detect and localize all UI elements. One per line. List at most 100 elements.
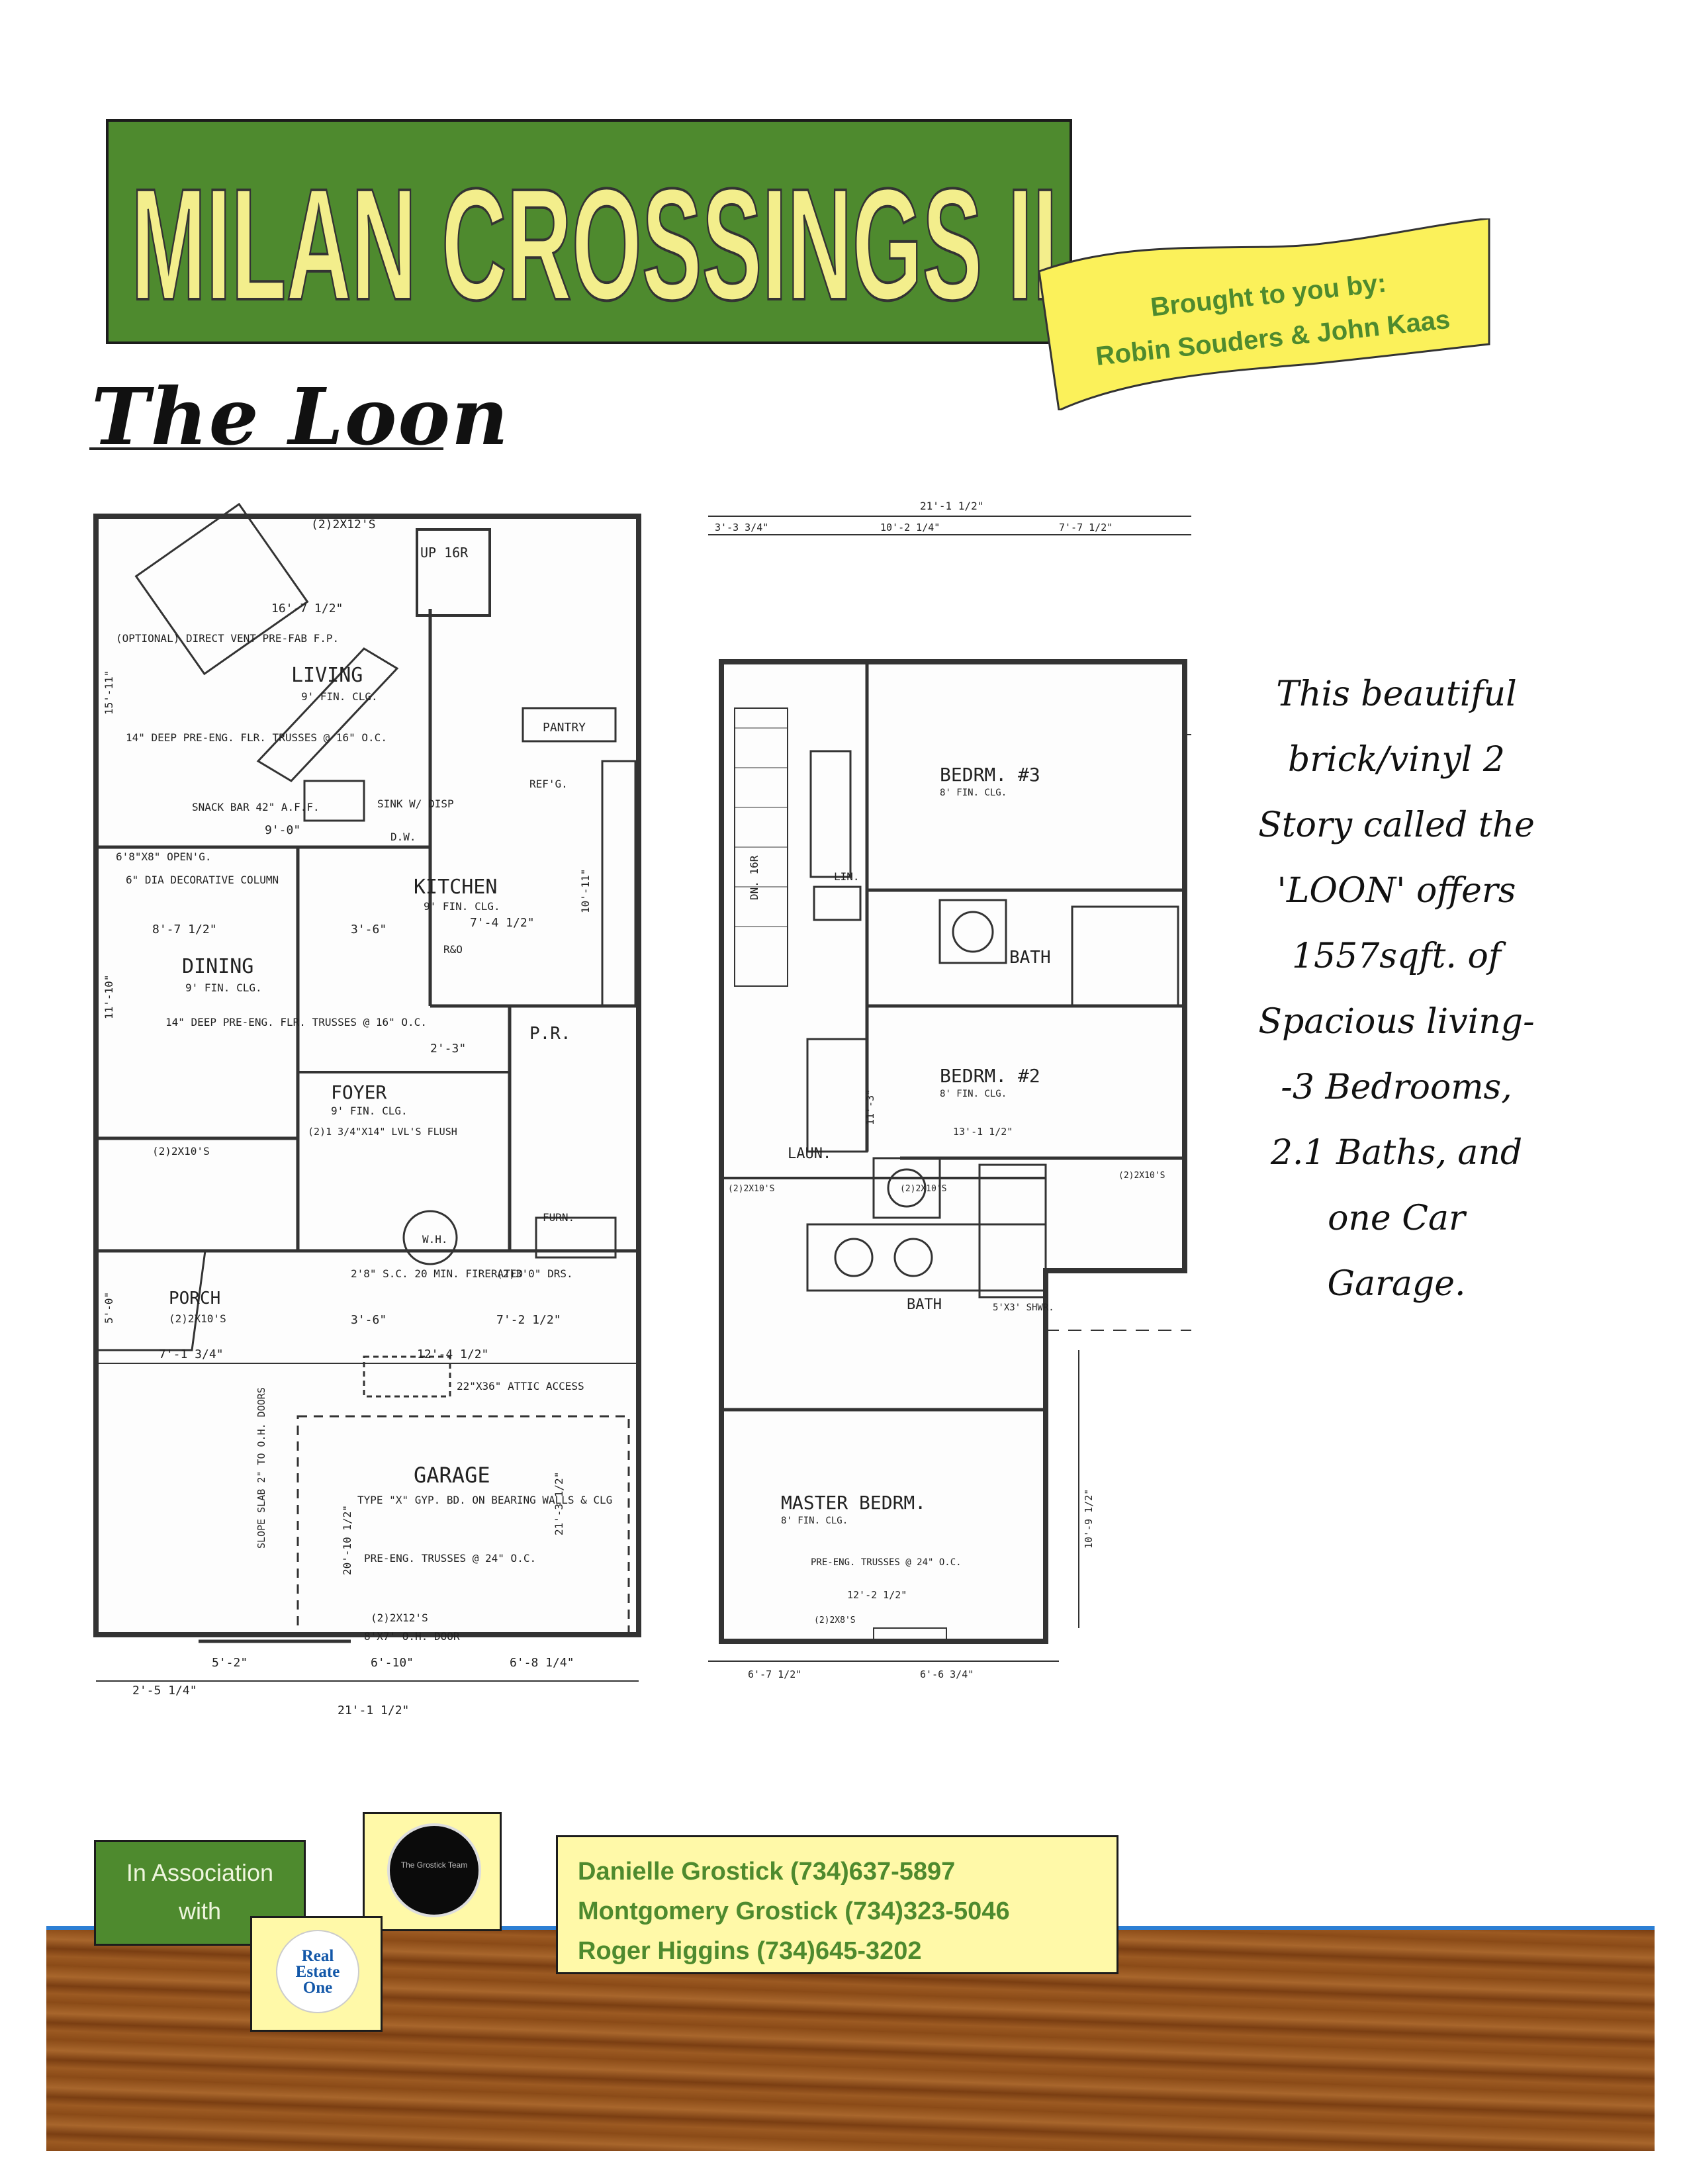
plan-note: (2)2X10'S (152, 1145, 210, 1158)
room-ceiling: 8' FIN. CLG. (940, 788, 1007, 798)
description-line: -3 Bedrooms, (1281, 1068, 1512, 1107)
plan-dim: 20'-10 1/2" (341, 1505, 353, 1575)
plan-dim: 7'-7 1/2" (1059, 522, 1113, 533)
plan-note: 14" DEEP PRE-ENG. FLR. TRUSSES @ 16" O.C… (165, 1016, 427, 1028)
plan-dim: 7'-4 1/2" (470, 916, 535, 930)
plan-dim: 15'-11" (103, 670, 115, 715)
plan-dim: 12'-4 1/2" (417, 1347, 488, 1361)
plan-note: 8'X7' O.H. DOOR (364, 1630, 460, 1643)
plan-note: 14" DEEP PRE-ENG. FLR. TRUSSES @ 16" O.C… (126, 731, 387, 744)
description-line: brick/vinyl 2 (1287, 740, 1506, 780)
plan-dim: 21'-1 1/2" (920, 500, 983, 512)
room-ceiling: 9' FIN. CLG. (301, 690, 378, 703)
room-label-powder-room: P.R. (529, 1024, 571, 1044)
plan-dim: 3'-3 3/4" (715, 522, 768, 533)
plan-dim: 2'-3" (430, 1042, 466, 1056)
model-name-underline (89, 447, 443, 450)
plan-note: SINK W/ DISP (377, 797, 454, 810)
plan-dim: 11'-10" (103, 975, 115, 1019)
contact-montgomery: Montgomery Grostick (734)323-5046 (578, 1897, 1010, 1925)
room-label-bath-1: BATH (1009, 948, 1051, 968)
plan-note: (2)2X10'S (728, 1184, 774, 1194)
contact-roger: Roger Higgins (734)645-3202 (578, 1937, 922, 1965)
outer-wall (93, 514, 641, 1637)
room-label-master-bedroom: MASTER BEDRM. (781, 1492, 926, 1514)
reo-logo-circle: Real Estate One (276, 1930, 359, 2013)
room-label-porch: PORCH (169, 1289, 220, 1308)
real-estate-one-logo: Real Estate One (250, 1916, 383, 2032)
description-line: This beautiful (1276, 674, 1517, 714)
plan-dim: 11'-3" (864, 1089, 876, 1125)
plan-dim: 6'-8 1/4" (510, 1656, 574, 1670)
association-line-2: with (178, 1897, 222, 1925)
reo-line-2: Estate (295, 1963, 340, 1981)
plan-note: (2)2X10'S (169, 1312, 226, 1325)
title-banner: MILAN CROSSINGS II (106, 119, 1072, 344)
plan-dim: 6'-10" (371, 1656, 414, 1670)
room-label-bedroom-2: BEDRM. #2 (940, 1065, 1040, 1087)
plan-note: DN. 16R (748, 855, 760, 900)
first-floor-plan: (2)2X12'S UP 16R 16'-7 1/2" (OPTIONAL) D… (93, 503, 641, 1717)
description-line: Story called the (1258, 805, 1535, 845)
plan-note: (2)2X12'S (311, 518, 376, 531)
plan-note: 22"X36" ATTIC ACCESS (457, 1380, 584, 1392)
contacts-box: Danielle Grostick (734)637-5897 Montgome… (556, 1835, 1118, 1974)
team-logo-circle: The Grostick Team (387, 1823, 481, 1917)
description-line: Garage. (1327, 1264, 1466, 1304)
room-label-foyer: FOYER (331, 1081, 387, 1103)
plan-note: FURN. (543, 1211, 574, 1224)
plan-dim: 10'-2 1/4" (880, 522, 940, 533)
plan-note: (2)2X8'S (814, 1615, 856, 1625)
plan-note: W.H. (422, 1233, 448, 1246)
room-ceiling: 9' FIN. CLG. (331, 1105, 408, 1117)
plan-dim: 5'-2" (212, 1656, 248, 1670)
plan-note: D.W. (390, 831, 416, 843)
plan-note: 2'8" S.C. 20 MIN. FIRERATED (351, 1267, 523, 1280)
description: This beautiful brick/vinyl 2 Story calle… (1191, 662, 1602, 1317)
reo-logo-text: Real Estate One (277, 1948, 358, 1996)
plan-dim: 10'-11" (579, 869, 592, 913)
plan-note: REF'G. (529, 778, 568, 790)
plan-note: (2)2X10'S (900, 1184, 946, 1194)
plan-dim: 7'-2 1/2" (496, 1313, 561, 1327)
plan-note: (2)2X12'S (371, 1612, 428, 1624)
room-ceiling: 9' FIN. CLG. (185, 981, 262, 994)
room-label-bath-2: BATH (907, 1297, 942, 1313)
reo-line-1: Real (301, 1947, 334, 1965)
plan-dim: 8'-7 1/2" (152, 923, 217, 936)
plan-dim: 3'-6" (351, 1313, 387, 1327)
description-line: 1557sqft. of (1291, 936, 1502, 976)
team-logo-text: The Grostick Team (400, 1860, 468, 1870)
room-ceiling: 8' FIN. CLG. (781, 1516, 848, 1526)
plan-note: UP 16R (420, 545, 469, 561)
description-line: 2.1 Baths, and (1270, 1133, 1523, 1173)
plan-note: (2)2X10'S (1118, 1171, 1165, 1181)
plan-note: TYPE "X" GYP. BD. ON BEARING WALLS & CLG (357, 1494, 612, 1506)
description-line: 'LOON' offers (1277, 871, 1516, 911)
plan-note: SNACK BAR 42" A.F.F. (192, 801, 320, 813)
plan-note: (2)3'0" DRS. (496, 1267, 573, 1280)
plan-note: PRE-ENG. TRUSSES @ 24" O.C. (811, 1557, 962, 1568)
plan-dim: 3'-6" (351, 923, 387, 936)
room-label-garage: GARAGE (414, 1463, 490, 1488)
room-label-living: LIVING (291, 664, 363, 687)
plan-dim: 6'-7 1/2" (748, 1668, 801, 1680)
plan-dim: 10'-9 1/2" (1083, 1489, 1095, 1549)
plan-note: SLOPE SLAB 2" TO O.H. DOORS (255, 1387, 267, 1549)
model-name: The Loon (91, 371, 510, 463)
description-line: one Car (1328, 1199, 1465, 1238)
room-label-dining: DINING (182, 955, 253, 978)
plan-note: 6'8"X8" OPEN'G. (116, 850, 212, 863)
plan-note: 5'X3' SHWR. (993, 1302, 1054, 1313)
room-label-bedroom-3: BEDRM. #3 (940, 764, 1040, 786)
room-ceiling: 8' FIN. CLG. (940, 1089, 1007, 1099)
plan-dim: 6'-6 3/4" (920, 1668, 974, 1680)
association-line-1: In Association (126, 1859, 274, 1886)
plan-dim: 9'-0" (265, 823, 300, 837)
plan-dim: 5'-0" (103, 1292, 115, 1324)
plan-note: (OPTIONAL) DIRECT VENT PRE-FAB F.P. (116, 632, 339, 645)
plan-note: R&O (443, 943, 463, 956)
contact-danielle: Danielle Grostick (734)637-5897 (578, 1858, 956, 1886)
room-label-kitchen: KITCHEN (414, 876, 497, 899)
room-label-linen: LIN. (834, 870, 860, 883)
